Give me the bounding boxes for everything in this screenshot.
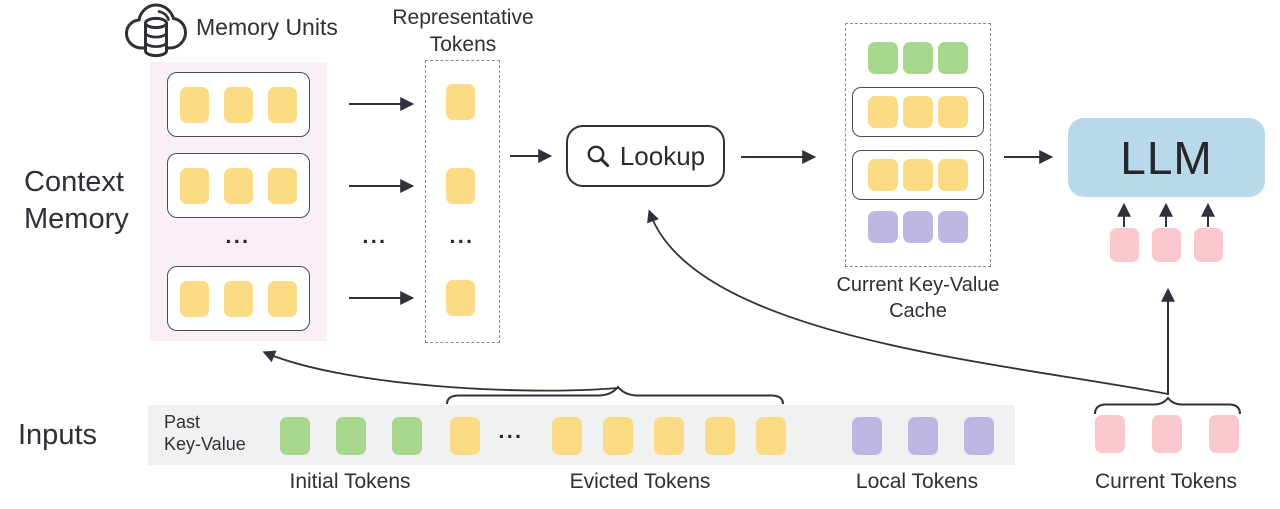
- representative-ellipsis: ...: [449, 225, 475, 248]
- evicted-token: [552, 417, 582, 455]
- initial-token: [336, 417, 366, 455]
- memory-unit-row: [167, 72, 310, 137]
- context-memory-label: Context Memory: [24, 166, 129, 235]
- evicted-token: [705, 417, 735, 455]
- cache-token-green: [938, 42, 968, 74]
- inputs-label: Inputs: [18, 419, 97, 451]
- memory-token: [180, 86, 209, 123]
- cache-token-yellow: [938, 96, 968, 128]
- cache-initial-row: [868, 42, 968, 74]
- between-ellipsis: ...: [362, 225, 388, 248]
- llm-box: LLM: [1068, 118, 1265, 197]
- llm-input-token: [1152, 228, 1181, 262]
- strip-ellipsis: ...: [498, 420, 524, 443]
- llm-input-token: [1194, 228, 1223, 262]
- evicted-tokens-label: Evicted Tokens: [569, 470, 711, 493]
- current-token: [1095, 415, 1125, 453]
- evicted-token: [450, 417, 480, 455]
- cache-token-yellow: [938, 159, 968, 191]
- memory-token: [180, 167, 209, 204]
- memory-units-label: Memory Units: [196, 14, 338, 40]
- cache-token-yellow: [903, 96, 933, 128]
- memory-token: [224, 86, 253, 123]
- local-token: [964, 417, 994, 455]
- current-token: [1152, 415, 1182, 453]
- cache-memory-unit-row: [852, 87, 984, 137]
- evicted-token: [756, 417, 786, 455]
- cloud-database-icon: [124, 3, 188, 58]
- evicted-token: [603, 417, 633, 455]
- cache-local-row: [868, 211, 968, 243]
- magnifier-icon: [587, 145, 609, 167]
- evicted-token: [654, 417, 684, 455]
- lookup-label: Lookup: [619, 140, 706, 171]
- memory-token: [268, 167, 297, 204]
- initial-token: [392, 417, 422, 455]
- lookup-button[interactable]: Lookup: [566, 125, 725, 187]
- representative-token: [446, 280, 475, 316]
- llm-label: LLM: [1120, 131, 1213, 184]
- memory-ellipsis: ...: [225, 225, 251, 248]
- bracket-current-tokens: [1094, 396, 1241, 415]
- cache-token-purple: [938, 211, 968, 243]
- cache-token-purple: [868, 211, 898, 243]
- local-token: [908, 417, 938, 455]
- past-kv-label: Past Key-Value: [164, 412, 246, 454]
- cache-token-green: [868, 42, 898, 74]
- llm-input-token: [1110, 228, 1139, 262]
- initial-token: [280, 417, 310, 455]
- memory-unit-row: [167, 153, 310, 218]
- local-tokens-label: Local Tokens: [855, 470, 979, 493]
- cache-token-green: [903, 42, 933, 74]
- local-token: [852, 417, 882, 455]
- current-tokens-label: Current Tokens: [1094, 470, 1238, 493]
- current-token: [1209, 415, 1239, 453]
- cache-token-yellow: [868, 159, 898, 191]
- curve-evicted-to-memory: [262, 350, 619, 392]
- initial-tokens-label: Initial Tokens: [289, 470, 411, 493]
- representative-tokens-box: [425, 60, 500, 343]
- cache-token-yellow: [868, 96, 898, 128]
- memory-token: [268, 280, 297, 317]
- current-kv-cache-label: Current Key-Value Cache: [836, 274, 1000, 322]
- cache-token-purple: [903, 211, 933, 243]
- memory-unit-row: [167, 266, 310, 331]
- memory-token: [224, 280, 253, 317]
- memory-token: [180, 280, 209, 317]
- representative-token: [446, 168, 475, 204]
- brace-evicted-tokens: [446, 385, 784, 405]
- memory-token: [224, 167, 253, 204]
- cache-memory-unit-row: [852, 150, 984, 200]
- memory-token: [268, 86, 297, 123]
- representative-token: [446, 84, 475, 120]
- cache-token-yellow: [903, 159, 933, 191]
- representative-tokens-label: Representative Tokens: [392, 6, 534, 56]
